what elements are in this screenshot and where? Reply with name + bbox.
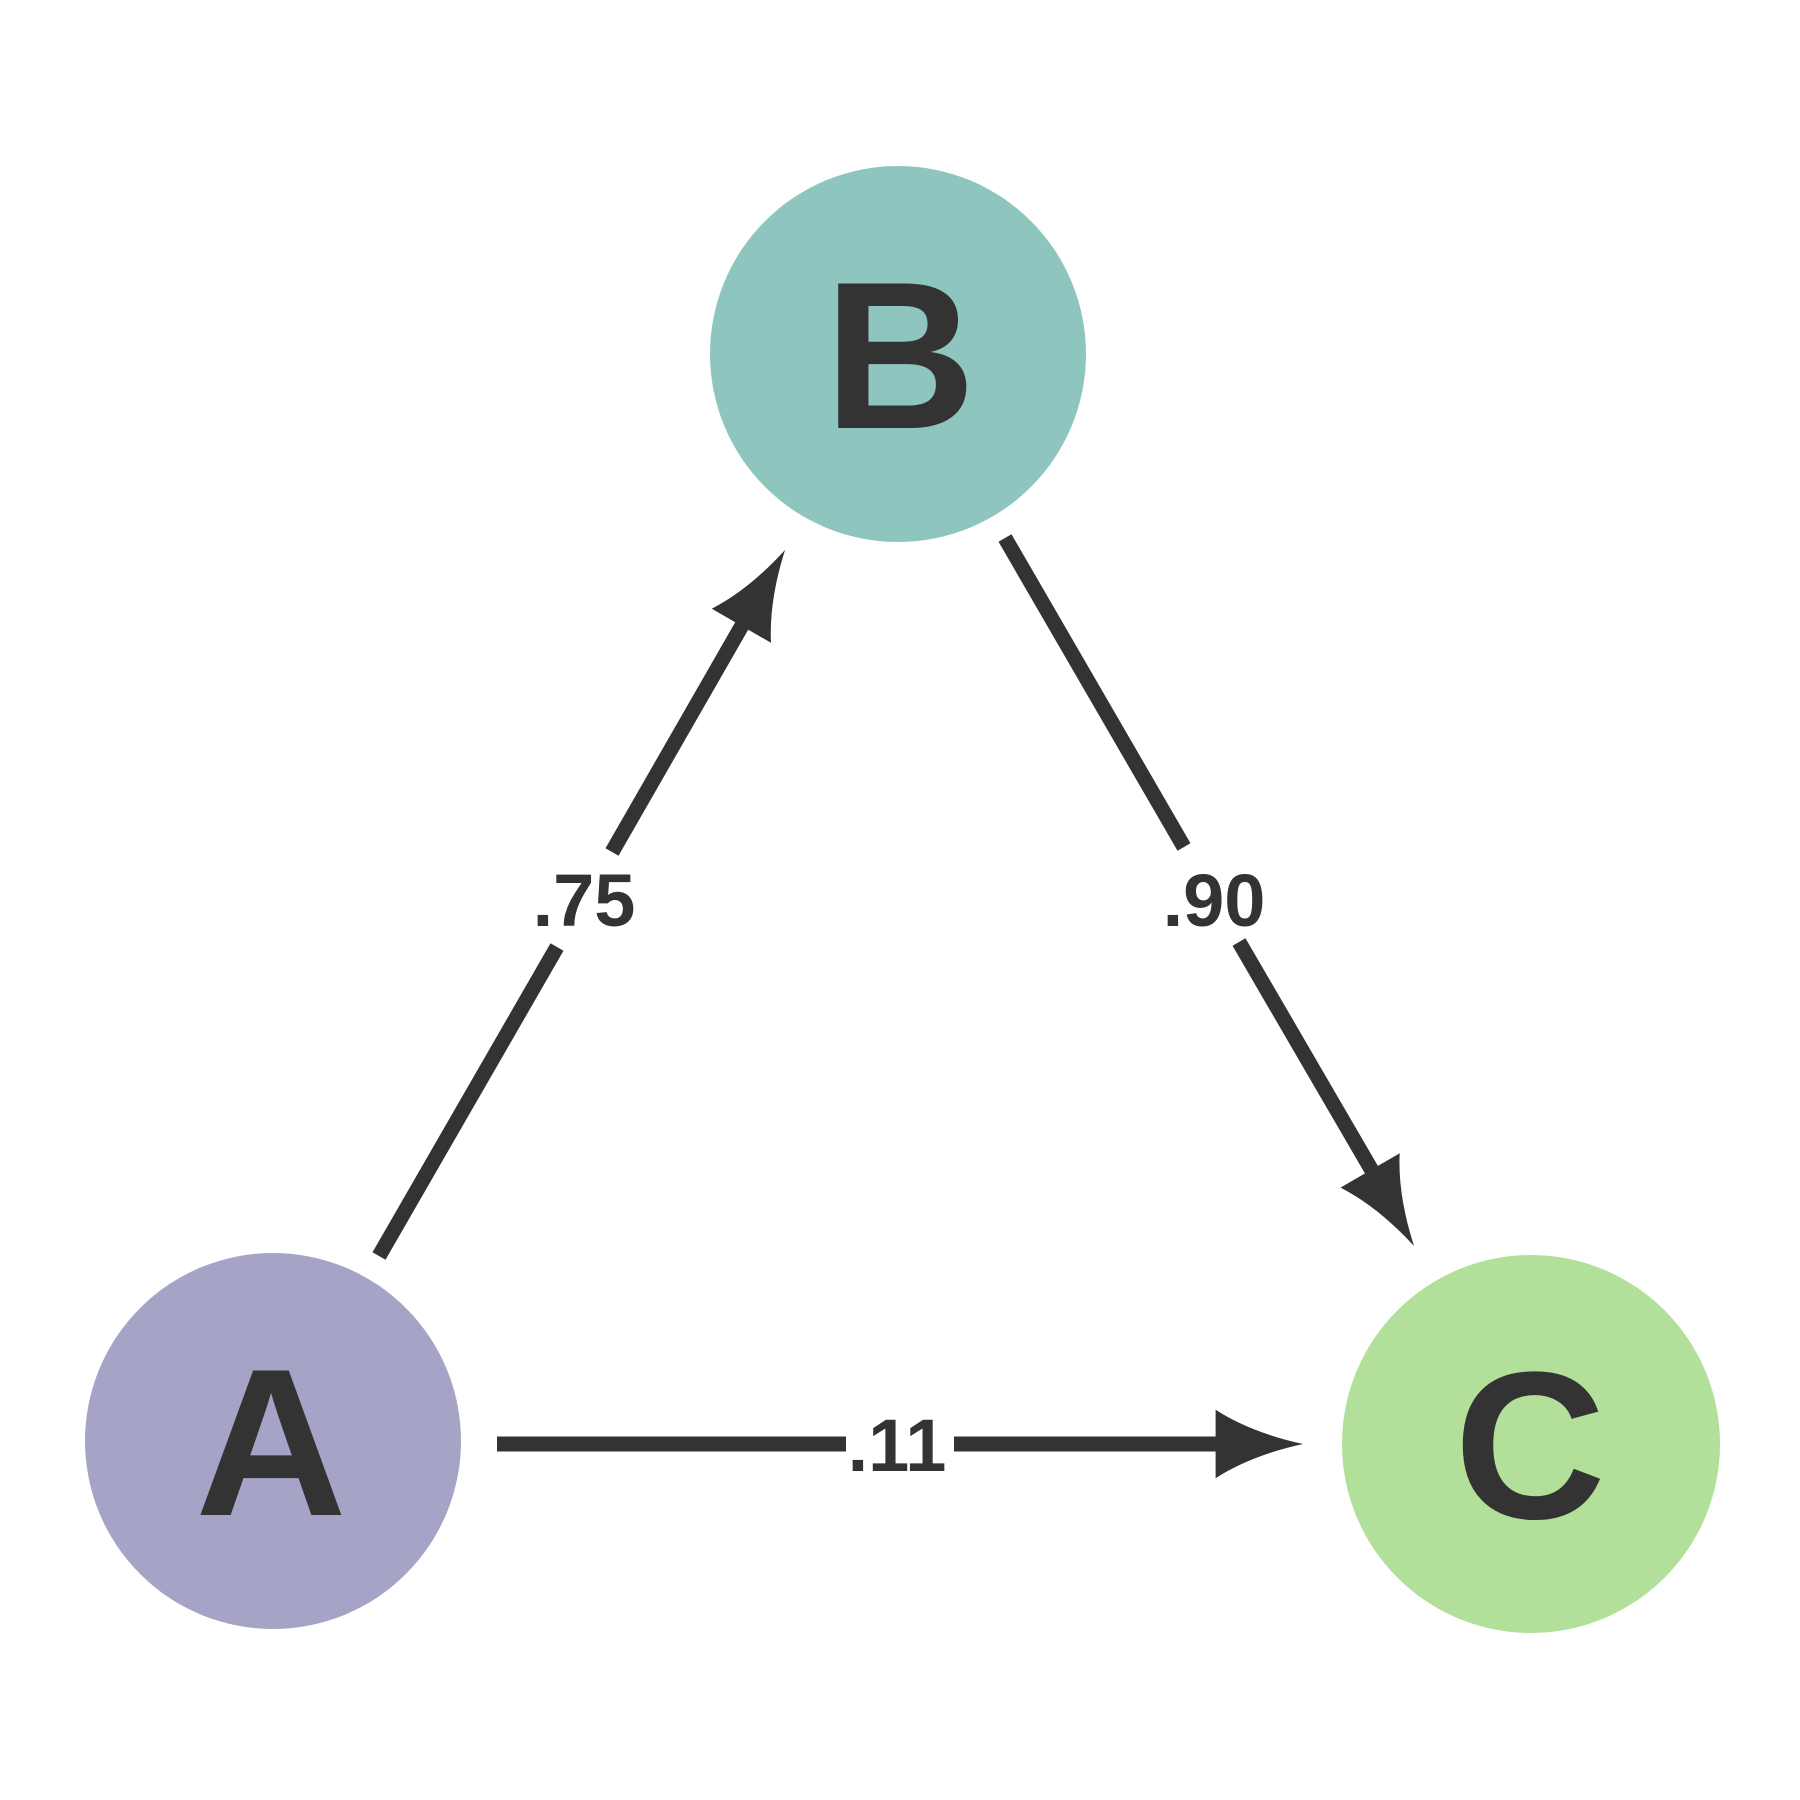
edge-a-to-b: .75 — [372, 550, 785, 1260]
node-a-label: A — [195, 1325, 347, 1560]
node-c-circle — [1342, 1255, 1720, 1633]
edge-b-to-c-line — [998, 534, 1385, 1185]
node-c: C — [1342, 1255, 1720, 1633]
node-a: A — [85, 1253, 461, 1629]
node-b-circle — [710, 166, 1086, 542]
edge-a-to-b-weight-label: .75 — [533, 859, 636, 942]
node-a-circle — [85, 1253, 461, 1629]
edge-b-to-c-weight-label: .90 — [1163, 859, 1266, 942]
edge-b-to-c-arrowhead-icon — [1340, 1153, 1414, 1246]
edge-a-to-c-weight-label: .11 — [848, 1404, 947, 1487]
edge-a-to-c-arrowhead-icon — [1215, 1409, 1303, 1479]
edge-a-to-c: .11 — [497, 1404, 1303, 1487]
node-c-label: C — [1454, 1328, 1606, 1563]
node-b: B — [710, 166, 1086, 542]
edge-a-to-b-arrowhead-icon — [711, 550, 785, 643]
edge-a-to-b-line — [372, 611, 755, 1260]
edge-b-to-c: .90 — [998, 534, 1414, 1246]
node-b-label: B — [824, 238, 976, 473]
